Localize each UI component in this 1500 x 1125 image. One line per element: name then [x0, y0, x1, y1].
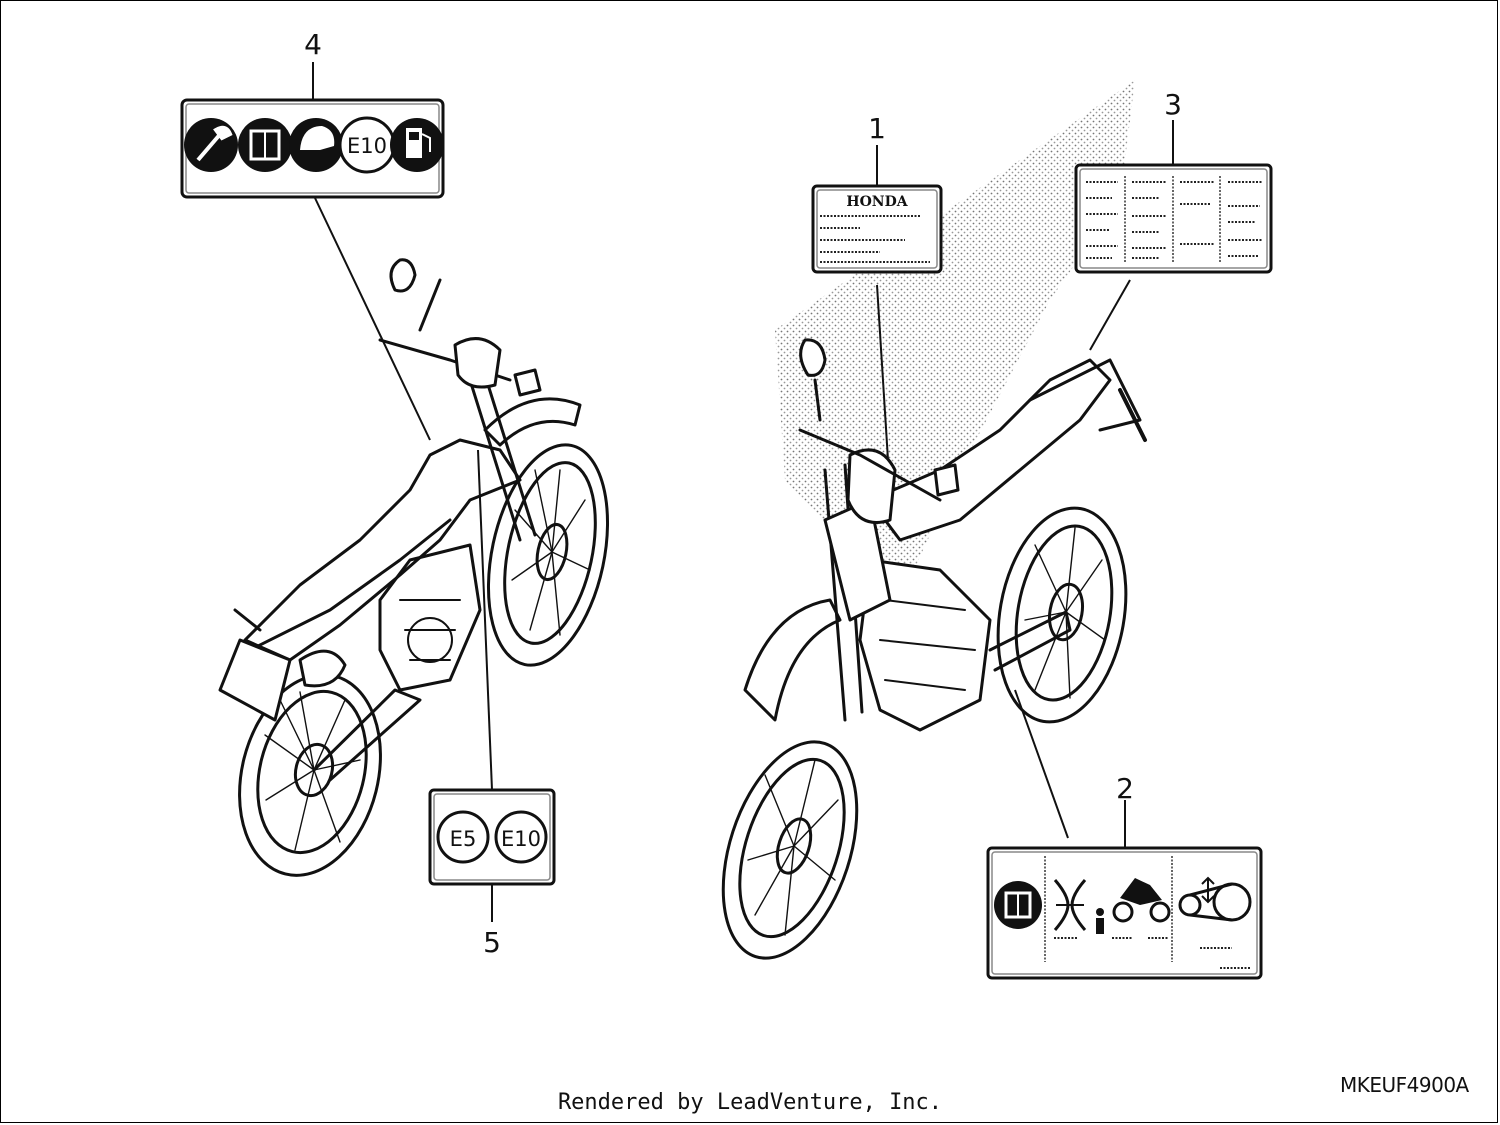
- motorcycle-left: [218, 258, 610, 877]
- label-4: E10: [180, 98, 445, 199]
- leader-lines: [312, 62, 1174, 922]
- grade-e5: E5: [450, 827, 477, 851]
- label-2: [986, 846, 1263, 980]
- part-code: MKEUF4900A: [1340, 1073, 1469, 1097]
- label-5: E5 E10: [428, 788, 556, 886]
- motorcycle-right: [721, 80, 1147, 960]
- callout-3: 3: [1164, 88, 1182, 121]
- grade-e10: E10: [501, 827, 541, 851]
- label-1: HONDA: [811, 184, 943, 274]
- callout-1: 1: [868, 112, 886, 145]
- chain-slack-icon: [1178, 876, 1252, 922]
- label-4-fuel-grade: E10: [347, 134, 387, 158]
- callout-5: 5: [483, 926, 501, 959]
- render-credit: Rendered by LeadVenture, Inc.: [557, 1090, 943, 1115]
- tire-pressure-icon: [1053, 879, 1087, 931]
- motorcycle-icon: [1112, 878, 1171, 923]
- callout-2: 2: [1116, 772, 1134, 805]
- rider-icon: [1096, 908, 1104, 934]
- callout-4: 4: [304, 28, 322, 61]
- label-3: [1074, 163, 1273, 274]
- label-1-brand: HONDA: [846, 194, 908, 210]
